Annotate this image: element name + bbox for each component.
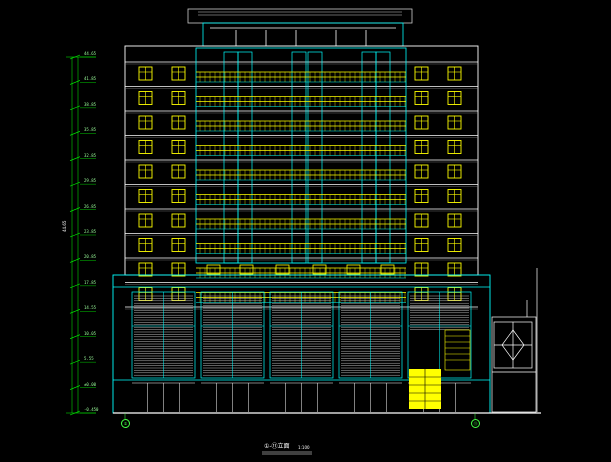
dimension-tick: [69, 309, 81, 314]
elevation-label: 29.85: [84, 178, 97, 184]
dimension-tick: [69, 232, 81, 238]
dimension-tick: [69, 54, 81, 60]
elevation-label: 17.85: [84, 279, 97, 285]
dimension-tick: [69, 131, 81, 136]
axis-lines: [124, 413, 476, 419]
elevation-label: 41.85: [84, 76, 97, 82]
dimension-ticks: [69, 54, 96, 416]
balcony-column: [237, 51, 253, 264]
elevation-label: ±0.00: [84, 381, 97, 387]
axis-bubble-left: ①: [121, 419, 130, 428]
podium-bays: [131, 291, 472, 412]
elevation-label: 14.55: [84, 305, 97, 311]
balconies: [195, 47, 407, 303]
side-windows: [138, 66, 462, 301]
drawing-scale: 1:100: [298, 445, 310, 450]
dimension-tick: [69, 283, 81, 289]
low-window: [312, 264, 327, 275]
elevation-label: 23.85: [84, 229, 97, 234]
low-window: [275, 264, 290, 275]
dimension-tick: [69, 385, 81, 390]
title-underline: [262, 451, 312, 455]
adjacent-building: [491, 268, 538, 413]
balcony-column: [375, 51, 391, 264]
elevation-label: -0.450: [84, 407, 99, 412]
elevation-label: 20.85: [84, 254, 97, 260]
low-window: [380, 264, 395, 275]
dimension-tick: [69, 410, 81, 416]
dimension-tick: [69, 207, 81, 212]
low-window: [206, 264, 221, 275]
floor-lines: [125, 61, 478, 310]
dimension-tick: [69, 334, 81, 339]
low-window: [346, 264, 361, 275]
dimension-tick: [69, 156, 81, 161]
low-window: [239, 264, 254, 275]
dimension-tick: [69, 359, 81, 365]
dimension-tick: [69, 80, 81, 85]
axis-bubble-right: ⑪: [471, 419, 480, 428]
balcony-column: [291, 51, 307, 264]
elevation-label: 5.55: [84, 356, 94, 362]
dimension-tick: [69, 105, 81, 111]
dimension-tick: [69, 181, 81, 187]
dimension-tick: [69, 258, 81, 263]
total-height-label: 44.65: [62, 220, 67, 232]
entrance-stair: [409, 329, 471, 409]
elevation-label: 38.85: [84, 101, 97, 107]
elevation-label: 10.05: [84, 330, 97, 336]
balcony-column: [307, 51, 323, 264]
roof-parapet: [187, 8, 413, 47]
elevation-label: 44.65: [84, 51, 97, 56]
elevation-label: 35.85: [84, 127, 97, 133]
elevation-label: 26.85: [84, 203, 97, 209]
elevation-label: 32.85: [84, 152, 97, 158]
drawing-title: ①-⑪立面: [264, 443, 290, 450]
